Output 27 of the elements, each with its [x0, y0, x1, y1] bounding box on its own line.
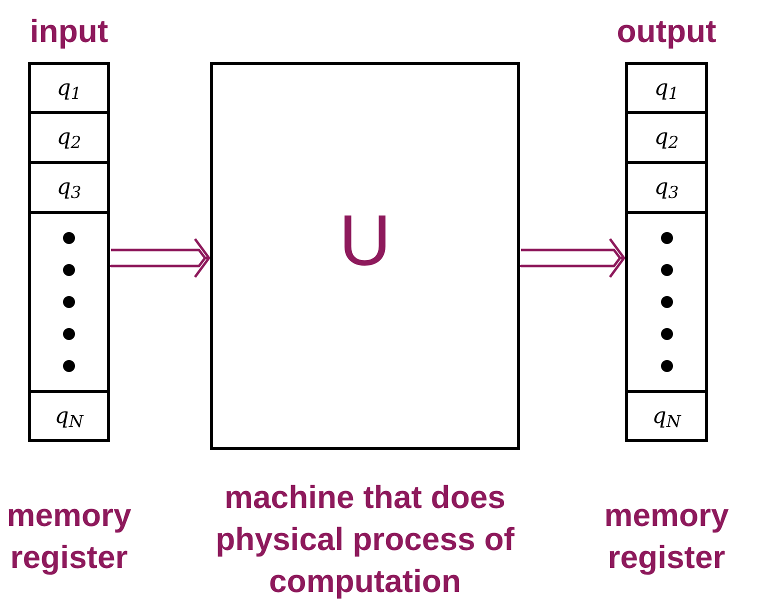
- arrow: [110, 238, 210, 278]
- cell-label: q$_{N}$: [54, 402, 84, 432]
- register-cell: [625, 62, 708, 114]
- cell-label: q$_{3}$: [654, 174, 679, 204]
- register-cell: [28, 111, 110, 164]
- cell-label: q$_{2}$: [56, 124, 82, 154]
- register-cell: [625, 390, 708, 442]
- machine-box: [210, 62, 520, 450]
- register-caption: memory register: [6, 496, 132, 577]
- cell-label: q$_{1}$: [654, 74, 679, 104]
- register-caption: memory register: [603, 496, 730, 577]
- register-cell: [625, 161, 708, 214]
- cell-label: q$_{2}$: [654, 124, 679, 154]
- cell-label: q$_{1}$: [56, 74, 82, 104]
- register-cell: [28, 62, 110, 114]
- register-cell: [28, 390, 110, 442]
- register-heading: input: [30, 12, 108, 51]
- register-cell: [625, 111, 708, 164]
- register-cell: [28, 161, 110, 214]
- cell-label: q$_{N}$: [652, 402, 681, 432]
- machine-symbol: U: [339, 205, 391, 283]
- machine-caption: machine that does physical process of computation: [214, 478, 516, 601]
- arrow: [520, 238, 626, 278]
- cell-label: q$_{3}$: [56, 174, 82, 204]
- register-cell: [625, 211, 708, 393]
- register-heading: output: [616, 12, 716, 51]
- register-cell: [28, 211, 110, 393]
